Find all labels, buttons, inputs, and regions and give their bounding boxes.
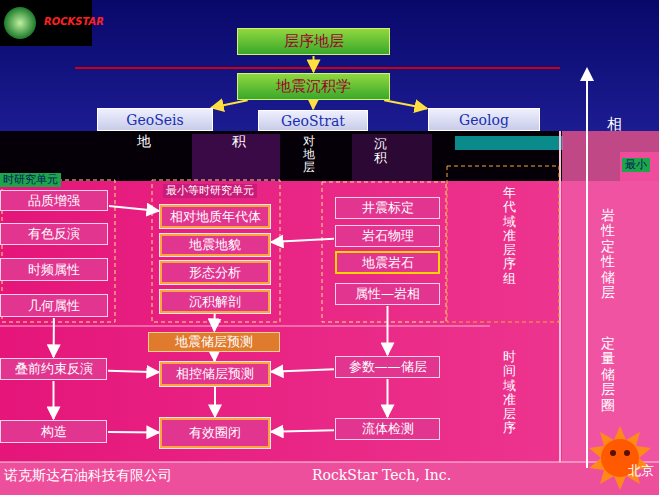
arrow-connector: [384, 100, 427, 108]
process-box: 叠前约束反演: [0, 358, 107, 380]
box-text: 相控储层预测: [176, 365, 254, 383]
process-box: 相控储层预测: [160, 362, 270, 386]
text-label: 最小: [622, 158, 650, 172]
arrow-connector: [108, 431, 159, 433]
process-box: 流体检测: [335, 418, 440, 440]
box-text: GeoSeis: [126, 112, 183, 128]
box-text: 岩石物理: [362, 227, 414, 245]
process-box: 形态分析: [160, 261, 270, 284]
box-text: 叠前约束反演: [15, 360, 93, 378]
process-box: 相对地质年代体: [160, 205, 270, 228]
box-text: 有色反演: [28, 225, 80, 243]
box-text: 属性—岩相: [355, 285, 420, 303]
box-text: 品质增强: [28, 192, 80, 210]
process-box: 时频属性: [0, 258, 108, 281]
arrow-connector: [109, 206, 159, 211]
arrow-connector: [53, 381, 55, 419]
box-text: 几何属性: [28, 297, 80, 315]
vertical-label: 对地层: [303, 135, 315, 175]
arrow-connector: [213, 314, 215, 331]
arrow-connector: [211, 100, 247, 108]
box-text: 地震地貌: [189, 236, 241, 254]
box-text: 地震沉积学: [276, 77, 351, 96]
arrow-connector: [313, 56, 315, 72]
arrow-connector: [312, 101, 314, 109]
arrow-connector: [213, 353, 215, 361]
process-box: 岩石物理: [335, 225, 440, 247]
vertical-label: 沉积: [374, 137, 387, 166]
process-box: 沉积解剖: [160, 290, 270, 313]
text-label: RockStar Tech, Inc.: [312, 467, 451, 483]
box-text: 地震储层预测: [175, 333, 253, 351]
process-box: 地震储层预测: [148, 332, 280, 352]
box-text: 构造: [41, 423, 67, 441]
text-label: 最小等时研究单元: [163, 184, 257, 198]
process-box: 构造: [0, 420, 107, 443]
box-text: 有效圈闭: [189, 424, 241, 442]
arrow-connector: [214, 387, 216, 417]
text-label: 相: [607, 115, 622, 134]
box-text: 沉积解剖: [189, 293, 241, 311]
vertical-label: 定量储层 圈: [601, 336, 615, 413]
box-text: 地震岩石: [362, 254, 414, 272]
box-text: 层序地层: [284, 32, 344, 51]
arrow-connector: [108, 371, 159, 373]
vertical-label: 岩性 定性储层: [601, 208, 615, 300]
arrow-connector: [387, 306, 389, 355]
box-text: 相对地质年代体: [170, 208, 261, 226]
process-box: 有效圈闭: [160, 418, 270, 448]
process-box: GeoSeis: [97, 108, 213, 131]
box-text: 形态分析: [189, 264, 241, 282]
box-text: 时频属性: [28, 261, 80, 279]
arrow-connector: [387, 379, 389, 417]
text-label: 积: [232, 133, 246, 151]
vertical-label: 年代域 准层序组: [503, 186, 516, 286]
process-box: 层序地层: [237, 28, 390, 55]
process-box: 几何属性: [0, 294, 108, 317]
text-label: 诺克斯达石油科技有限公司: [4, 467, 172, 485]
process-box: 地震岩石: [335, 251, 440, 274]
box-text: 参数——储层: [349, 358, 427, 376]
process-box: 品质增强: [0, 190, 108, 211]
text-label: 时研究单元: [0, 173, 61, 187]
vertical-label: 时间域 准层序: [503, 350, 516, 436]
process-box: 井震标定: [335, 197, 440, 219]
text-label: 北京: [628, 462, 654, 480]
arrow-connector: [53, 318, 55, 357]
arrow-connector: [271, 369, 334, 372]
box-text: GeoStrat: [281, 113, 345, 129]
process-box: 地震沉积学: [237, 73, 390, 100]
box-text: Geolog: [459, 112, 509, 128]
process-box: 有色反演: [0, 223, 108, 245]
text-label: 地: [137, 133, 151, 151]
process-box: GeoStrat: [258, 110, 368, 131]
box-text: 井震标定: [362, 199, 414, 217]
process-box: Geolog: [428, 108, 540, 131]
process-box: 地震地貌: [160, 234, 270, 256]
text-label: ROCKSTAR: [44, 16, 104, 27]
arrow-connector: [271, 430, 334, 431]
arrow-connector: [271, 239, 334, 242]
process-box: 属性—岩相: [335, 283, 440, 305]
box-text: 流体检测: [362, 420, 414, 438]
process-box: 参数——储层: [335, 356, 440, 378]
